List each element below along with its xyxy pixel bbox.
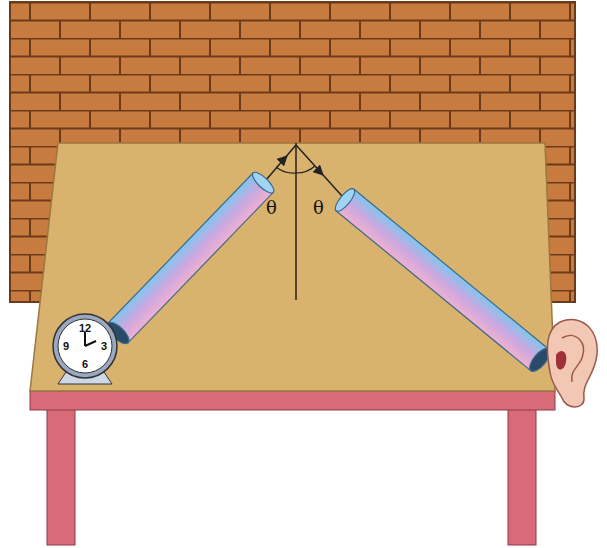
clock-numeral: 9: [63, 341, 69, 352]
alarm-clock: [53, 314, 117, 384]
clock-numeral: 3: [101, 341, 107, 352]
table-edge: [30, 391, 555, 410]
angle-arc: [276, 167, 296, 173]
clock-numeral: 6: [82, 359, 88, 370]
incident-ray: [266, 145, 296, 180]
angle-label: θ: [313, 199, 324, 217]
arrowhead: [282, 159, 284, 161]
normal-line: [295, 143, 297, 300]
table-leg: [47, 408, 75, 545]
reflected-ray: [296, 145, 342, 196]
ear: [547, 320, 597, 407]
clock-numeral: 12: [79, 323, 91, 334]
tube: [332, 186, 553, 375]
table-leg: [508, 408, 536, 545]
table-top: [30, 143, 555, 391]
angle-label: θ: [266, 199, 277, 217]
angle-arc: [296, 166, 315, 173]
arrowhead: [318, 170, 320, 172]
tube: [104, 169, 277, 347]
